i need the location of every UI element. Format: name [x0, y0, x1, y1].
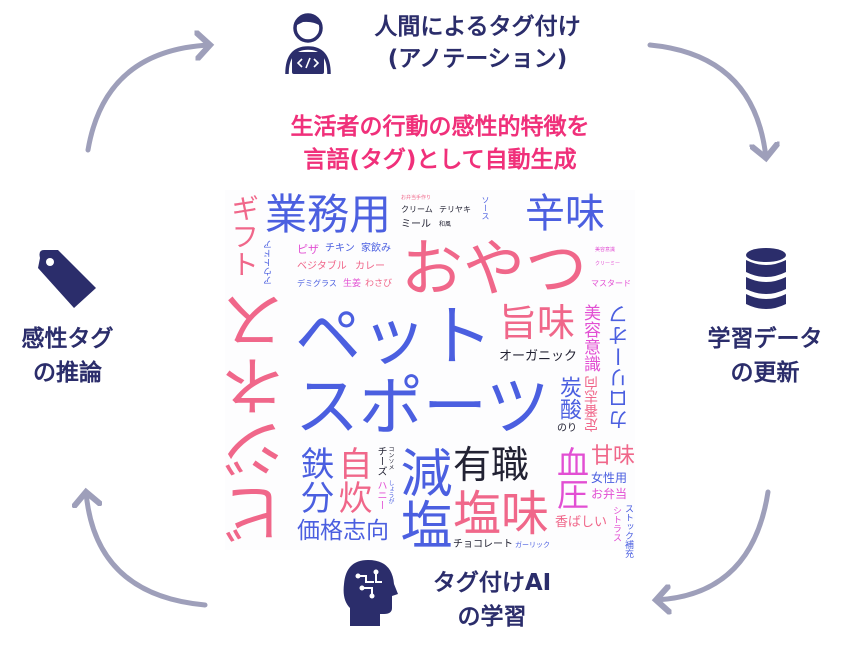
word: 辛味	[525, 191, 605, 237]
word: おやつ	[401, 232, 588, 305]
word: ギフト	[227, 194, 260, 278]
word: 和風	[439, 221, 452, 228]
headline-line1: 生活者の行動の感性的特徴を	[290, 114, 590, 140]
database-icon	[746, 248, 786, 309]
arrow-bottom-left	[86, 492, 208, 608]
word: のり	[557, 423, 577, 434]
word: ミール	[401, 219, 431, 230]
word: ガーリック	[515, 541, 550, 549]
annotation-label-line2: (アノテーション)	[387, 46, 568, 72]
arrow-top-right	[647, 42, 766, 158]
word: ピザ	[297, 243, 319, 256]
word: 美容意識	[580, 304, 600, 372]
tag-word-cloud: ギフト アウトドア ビジネス 業務用 お弁当手作り ソース クリーム テリヤキ …	[222, 190, 636, 558]
word: お弁当	[591, 487, 628, 501]
word: 旨味	[499, 301, 576, 345]
word: チキン	[325, 243, 355, 254]
word: チーズ	[375, 446, 386, 476]
arrow-top-left	[85, 45, 210, 153]
arrow-bottom-right	[656, 489, 771, 600]
word: 美容意識	[595, 247, 616, 253]
annotation-label-line1: 人間によるタグ付け	[374, 14, 581, 40]
word: 鉄分	[294, 446, 334, 514]
word: ストック補充	[623, 504, 633, 558]
word: カロリーオフ	[607, 304, 631, 430]
word: 家飲み	[361, 243, 391, 254]
word: シトラス	[611, 506, 621, 542]
word: 価格志向	[297, 518, 389, 544]
word: カレー	[355, 261, 385, 272]
word: コンソメ	[387, 446, 394, 470]
word: お弁当手作り	[401, 195, 432, 201]
person-laptop-icon	[285, 13, 331, 75]
data-update-label-line2: の更新	[730, 360, 800, 386]
word: ベジタブル	[297, 261, 347, 272]
word: アウトドア	[264, 240, 274, 285]
word: 自炊	[332, 446, 372, 514]
word: 甘味	[591, 444, 636, 469]
word: ハニー	[375, 480, 386, 510]
word: スポーツ	[295, 371, 550, 445]
word: 生姜	[343, 279, 362, 289]
word: 業務用	[265, 190, 392, 239]
word: 血圧	[552, 446, 590, 510]
data-update-label-line1: 学習データ	[707, 326, 823, 352]
word: チョコレート	[453, 539, 513, 550]
word: 減塩	[391, 446, 451, 550]
word: ビジネス	[222, 290, 296, 546]
ai-learning-label-line1: タグ付けAI	[432, 570, 552, 596]
inference-label-line2: の推論	[33, 360, 102, 386]
word: デミグラス	[297, 279, 337, 288]
word: ソース	[481, 196, 490, 220]
word: オーガニック	[499, 349, 578, 364]
word: クリーム	[401, 205, 433, 214]
word: 塩味	[453, 486, 550, 542]
word: 炭酸	[556, 376, 581, 420]
word: しょうが	[387, 480, 394, 504]
word: 定番志向	[584, 376, 600, 432]
headline-line2: 言語(タグ)として自動生成	[303, 147, 577, 173]
inference-label-line1: 感性タグ	[21, 326, 114, 352]
word: 女性用	[591, 471, 628, 485]
tag-icon	[38, 250, 96, 308]
word: クリーミー	[595, 261, 621, 267]
word: マスタード	[591, 279, 631, 288]
ai-learning-label-line2: の学習	[457, 604, 527, 630]
ai-head-icon	[343, 560, 398, 626]
word: わさび	[365, 279, 393, 289]
word: 有職	[453, 443, 530, 487]
word: 香ばしい	[555, 515, 608, 530]
word: ペット	[295, 298, 493, 375]
word: テリヤキ	[439, 205, 471, 214]
